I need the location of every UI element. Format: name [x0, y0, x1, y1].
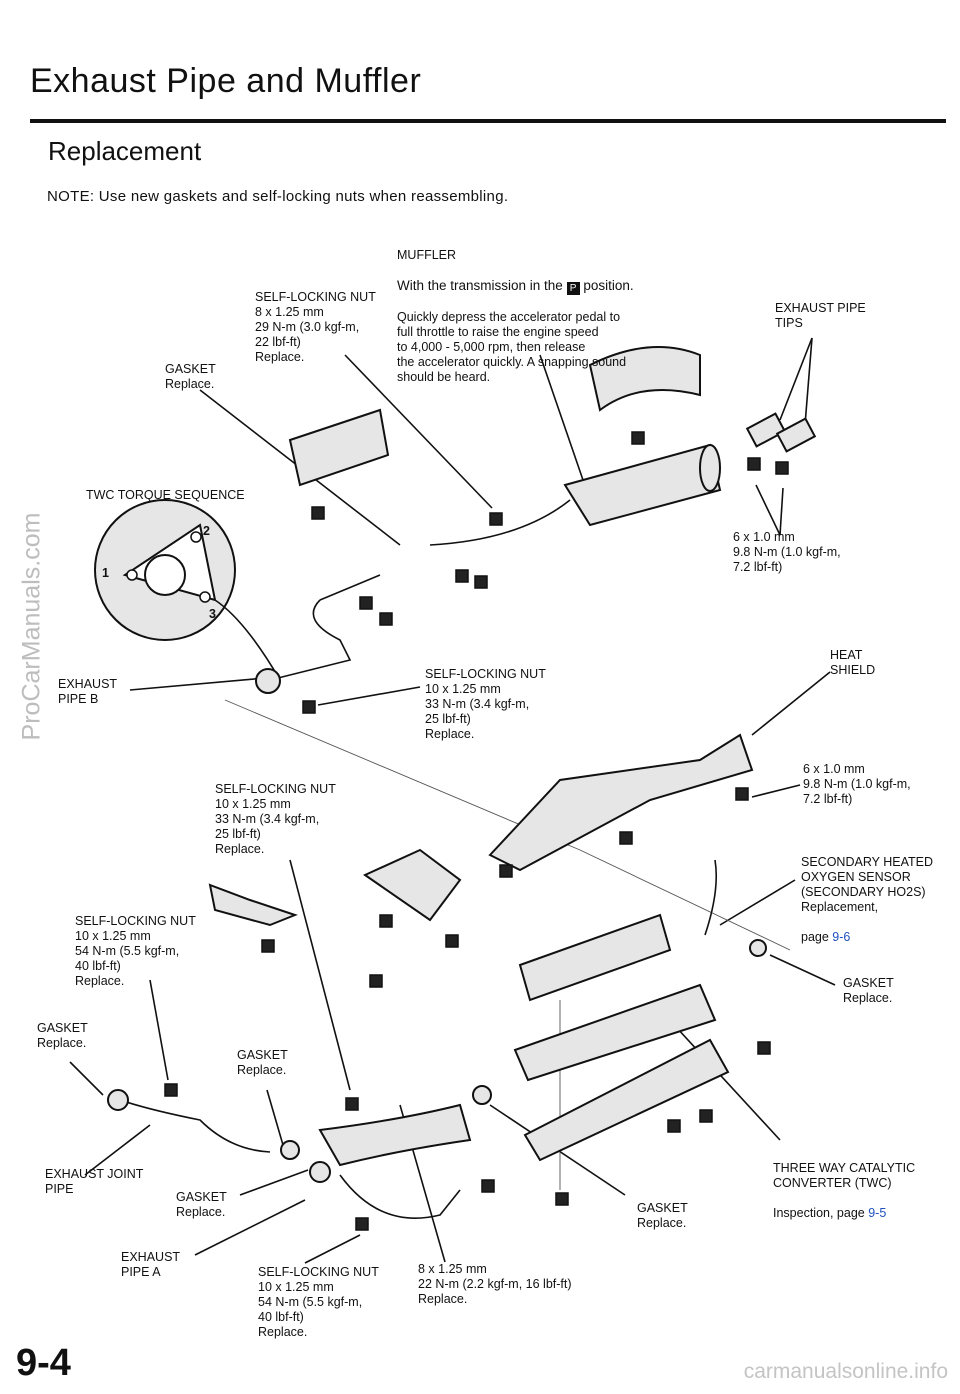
heat-shield-part: [488, 733, 754, 872]
muffler-instructions: MUFFLER With the transmission in the P p…: [397, 233, 667, 400]
bottom-watermark: carmanualsonline.info: [743, 1360, 948, 1383]
leader-pipe-b: [129, 677, 266, 691]
muffler-heat-shield: [588, 346, 701, 412]
exhaust-pipe-a-part: [318, 1103, 472, 1167]
leader-gasket-lower-mid: [239, 1169, 309, 1196]
leader-sensor: [719, 879, 796, 926]
label-gasket-center: GASKET Replace.: [237, 1048, 288, 1077]
gasket-right-ring: [749, 939, 767, 957]
torque-step-1: 1: [102, 566, 109, 580]
pipe-b-flange: [255, 668, 281, 694]
leader-joint-pipe: [84, 1124, 151, 1176]
muffler-rest-text: Quickly depress the accelerator pedal to…: [397, 310, 627, 384]
exhaust-tip-a: [745, 412, 787, 448]
three-way-cat-inspection-prefix: Inspection, page: [773, 1206, 869, 1220]
label-gasket-lower-right: GASKET Replace.: [637, 1201, 688, 1230]
label-twc-torque-sequence: TWC TORQUE SEQUENCE: [86, 488, 245, 502]
leader-bolt-mid: [751, 784, 801, 798]
leader-gasket-center: [266, 1089, 284, 1146]
three-way-cat-text: THREE WAY CATALYTIC CONVERTER (TWC): [773, 1161, 916, 1190]
label-bolt-8x125-bottom: 8 x 1.25 mm 22 N-m (2.2 kgf-m, 16 lbf-ft…: [418, 1262, 572, 1306]
park-symbol-icon: P: [566, 282, 580, 295]
page-number: 9-4: [16, 1342, 71, 1384]
side-watermark: ProCarManuals.com: [17, 512, 46, 741]
label-exhaust-pipe-b: EXHAUST PIPE B: [58, 677, 118, 706]
leader-nut-top: [344, 354, 493, 509]
leader-nut-bottom: [304, 1234, 361, 1264]
secondary-sensor-text: SECONDARY HEATED OXYGEN SENSOR (SECONDAR…: [801, 855, 933, 914]
label-secondary-sensor: SECONDARY HEATED OXYGEN SENSOR (SECONDAR…: [801, 840, 951, 960]
muffler-transmission-line: With the transmission in the P position.: [397, 278, 667, 295]
label-bolt-6x1-top: 6 x 1.0 mm 9.8 N-m (1.0 kgf-m, 7.2 lbf-f…: [733, 530, 841, 574]
twc-upper: [518, 913, 672, 1002]
muffler-title: MUFFLER: [397, 248, 457, 262]
label-three-way-catalytic: THREE WAY CATALYTIC CONVERTER (TWC) Insp…: [773, 1146, 943, 1236]
leader-pipe-a: [194, 1199, 306, 1256]
three-way-cat-page-link[interactable]: 9-5: [868, 1206, 887, 1220]
label-exhaust-pipe-tips: EXHAUST PIPE TIPS: [775, 301, 866, 330]
leader-muffler: [539, 354, 584, 481]
torque-step-3: 3: [209, 607, 216, 621]
label-exhaust-joint-pipe: EXHAUST JOINT PIPE: [45, 1167, 144, 1196]
secondary-sensor-page-link[interactable]: 9-6: [832, 930, 851, 944]
exhaust-joint-pipe-part: [119, 1099, 271, 1153]
twc-lower-shield: [523, 1038, 730, 1162]
leader-gasket-right: [769, 954, 836, 986]
leader-tips-a: [779, 337, 813, 421]
label-self-locking-nut-left: SELF-LOCKING NUT 10 x 1.25 mm 33 N-m (3.…: [215, 782, 336, 856]
leader-heat-shield: [751, 671, 831, 736]
leader-gasket-left: [69, 1061, 104, 1096]
exhaust-tip-b: [775, 417, 817, 453]
leader-nut-left: [289, 859, 351, 1091]
leader-nut-low: [149, 979, 169, 1081]
three-way-cat-inspection: Inspection, page 9-5: [773, 1206, 943, 1221]
label-gasket-top: GASKET Replace.: [165, 362, 216, 391]
section-subtitle: Replacement: [48, 136, 202, 166]
label-exhaust-pipe-a: EXHAUST PIPE A: [121, 1250, 181, 1279]
label-heat-shield: HEAT SHIELD: [830, 648, 876, 677]
leader-nut-mid: [317, 686, 421, 706]
secondary-sensor-page: page 9-6: [801, 930, 951, 945]
label-gasket-lower-mid: GASKET Replace.: [176, 1190, 227, 1219]
reassembly-note: NOTE: Use new gaskets and self-locking n…: [47, 188, 509, 205]
muffler-body: [563, 443, 722, 527]
page-title: Exhaust Pipe and Muffler: [30, 62, 422, 100]
leader-bolt-b: [779, 487, 784, 536]
leader-tips-b: [804, 337, 813, 426]
exhaust-pipe-b-shield: [288, 408, 390, 487]
label-gasket-left: GASKET Replace.: [37, 1021, 88, 1050]
twc-body: [513, 983, 717, 1082]
label-self-locking-nut-low: SELF-LOCKING NUT 10 x 1.25 mm 54 N-m (5.…: [75, 914, 196, 988]
muffler-line1-a: With the transmission in the: [397, 278, 563, 293]
muffler-line1-b: position.: [583, 278, 634, 293]
label-bolt-6x1-mid: 6 x 1.0 mm 9.8 N-m (1.0 kgf-m, 7.2 lbf-f…: [803, 762, 911, 806]
secondary-sensor-page-prefix: page: [801, 930, 833, 944]
label-self-locking-nut-bottom: SELF-LOCKING NUT 10 x 1.25 mm 54 N-m (5.…: [258, 1265, 379, 1339]
title-rule: [30, 119, 946, 123]
fasteners: [164, 431, 789, 1231]
label-gasket-right: GASKET Replace.: [843, 976, 894, 1005]
leader-bolt-a: [755, 484, 781, 536]
label-self-locking-nut-top: SELF-LOCKING NUT 8 x 1.25 mm 29 N-m (3.0…: [255, 290, 376, 364]
label-self-locking-nut-mid: SELF-LOCKING NUT 10 x 1.25 mm 33 N-m (3.…: [425, 667, 546, 741]
torque-step-2: 2: [203, 524, 210, 538]
leader-twc: [664, 1014, 781, 1141]
